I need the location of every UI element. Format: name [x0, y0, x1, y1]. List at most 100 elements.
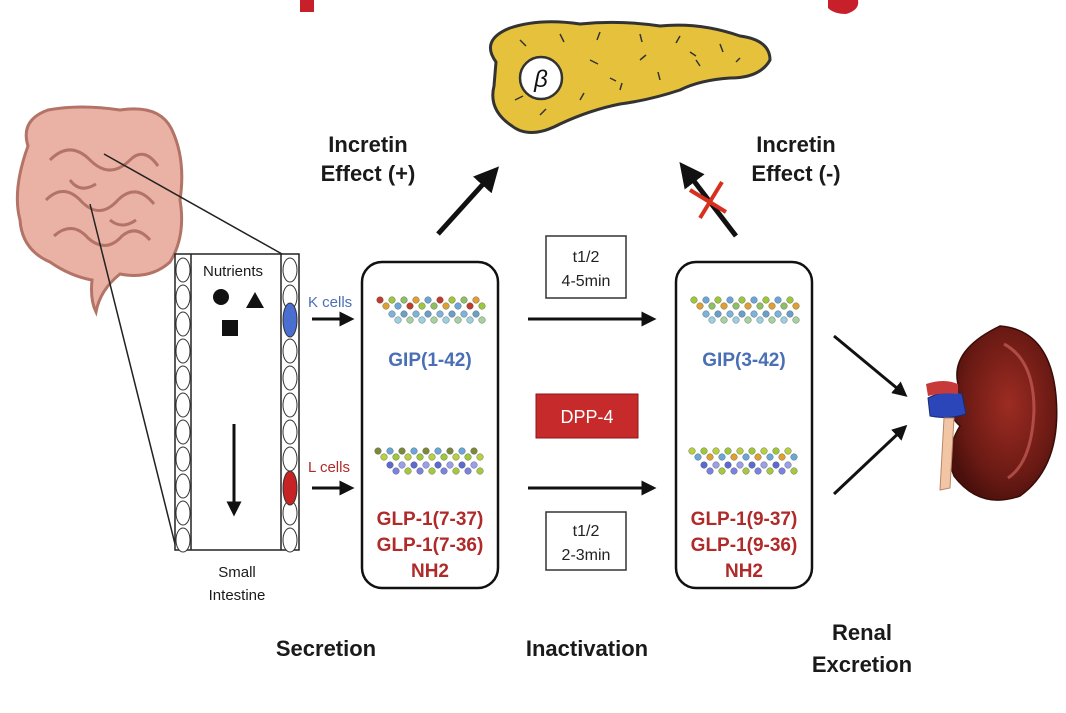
peptide-bead — [780, 316, 788, 324]
epithelial-cells-right — [282, 257, 298, 553]
dpp4-label: DPP-4 — [560, 407, 613, 427]
k-cell — [282, 302, 298, 338]
peptide-bead — [736, 447, 744, 455]
epithelial-cell — [175, 338, 191, 364]
peptide-bead — [792, 316, 800, 324]
small-intestine-caption-line1: Small — [218, 564, 256, 581]
peptide-bead — [774, 296, 782, 304]
epithelial-cell — [175, 527, 191, 553]
gip-peptide-secreted — [376, 296, 486, 324]
glp1-peptide-inactivated — [688, 447, 798, 475]
peptide-bead — [748, 461, 756, 469]
peptide-bead — [398, 447, 406, 455]
epithelial-cell — [175, 365, 191, 391]
incretin-negative-line1: Incretin — [756, 132, 835, 157]
peptide-bead — [708, 302, 716, 310]
peptide-bead — [464, 453, 472, 461]
peptide-bead — [472, 296, 480, 304]
peptide-bead — [436, 296, 444, 304]
peptide-bead — [382, 302, 390, 310]
peptide-bead — [388, 296, 396, 304]
gip-3-42-label: GIP(3-42) — [702, 350, 785, 371]
peptide-bead — [714, 296, 722, 304]
peptide-bead — [400, 310, 408, 318]
stage-secretion-label: Secretion — [276, 636, 376, 661]
glp1-inactive-nh2-label: NH2 — [725, 561, 763, 582]
peptide-bead — [790, 467, 798, 475]
epithelial-cell — [175, 446, 191, 472]
peptide-bead — [404, 467, 412, 475]
peptide-bead — [452, 467, 460, 475]
peptide-bead — [706, 453, 714, 461]
peptide-bead — [768, 316, 776, 324]
peptide-bead — [460, 310, 468, 318]
nutrient-circle-shape — [213, 289, 229, 305]
peptide-bead — [718, 467, 726, 475]
glp1-7-36-label: GLP-1(7-36) — [377, 535, 484, 556]
half-life-gip-line1: t1/2 — [573, 249, 600, 266]
epithelial-cell — [175, 419, 191, 445]
peptide-bead — [778, 467, 786, 475]
l-cells-label: L cells — [308, 459, 350, 476]
peptide-bead — [702, 310, 710, 318]
peptide-bead — [756, 316, 764, 324]
peptide-bead — [422, 461, 430, 469]
peptide-bead — [694, 453, 702, 461]
epithelial-cell — [282, 392, 298, 418]
peptide-bead — [416, 453, 424, 461]
glp1-nh2-label: NH2 — [411, 561, 449, 582]
peptide-bead — [376, 296, 384, 304]
half-life-glp-line2: 2-3min — [562, 547, 611, 564]
peptide-bead — [452, 453, 460, 461]
peptide-bead — [430, 302, 438, 310]
peptide-bead — [466, 316, 474, 324]
nutrient-square-shape — [222, 320, 238, 336]
incretin-positive-arrow — [436, 166, 500, 236]
peptide-bead — [410, 447, 418, 455]
peptide-bead — [406, 316, 414, 324]
peptide-bead — [772, 447, 780, 455]
peptide-bead — [428, 453, 436, 461]
peptide-bead — [470, 461, 478, 469]
peptide-bead — [476, 467, 484, 475]
peptide-bead — [478, 316, 486, 324]
peptide-bead — [388, 310, 396, 318]
peptide-bead — [440, 453, 448, 461]
peptide-bead — [700, 447, 708, 455]
peptide-bead — [424, 296, 432, 304]
epithelial-cell — [175, 311, 191, 337]
inactivated-box — [674, 260, 814, 590]
peptide-bead — [392, 453, 400, 461]
peptide-bead — [742, 467, 750, 475]
peptide-bead — [714, 310, 722, 318]
peptide-bead — [434, 447, 442, 455]
half-life-gip-line2: 4-5min — [562, 273, 611, 290]
glp1-9-37-label: GLP-1(9-37) — [691, 509, 798, 530]
epithelial-cell — [282, 419, 298, 445]
peptide-bead — [466, 302, 474, 310]
peptide-bead — [472, 310, 480, 318]
peptide-bead — [442, 302, 450, 310]
epithelial-cell — [282, 338, 298, 364]
incretin-positive-line1: Incretin — [328, 132, 407, 157]
peptide-bead — [374, 447, 382, 455]
peptide-bead — [748, 447, 756, 455]
peptide-bead — [702, 296, 710, 304]
peptide-bead — [754, 467, 762, 475]
peptide-bead — [436, 310, 444, 318]
peptide-bead — [422, 447, 430, 455]
peptide-bead — [448, 310, 456, 318]
peptide-bead — [754, 453, 762, 461]
gip-peptide-inactivated — [690, 296, 800, 324]
peptide-bead — [398, 461, 406, 469]
peptide-bead — [766, 453, 774, 461]
peptide-bead — [442, 316, 450, 324]
peptide-bead — [778, 453, 786, 461]
peptide-bead — [404, 453, 412, 461]
l-cell — [282, 470, 298, 506]
gip-1-42-label: GIP(1-42) — [388, 350, 471, 371]
peptide-bead — [380, 453, 388, 461]
stage-renal-line1: Renal — [832, 620, 892, 645]
epithelial-cell — [282, 527, 298, 553]
